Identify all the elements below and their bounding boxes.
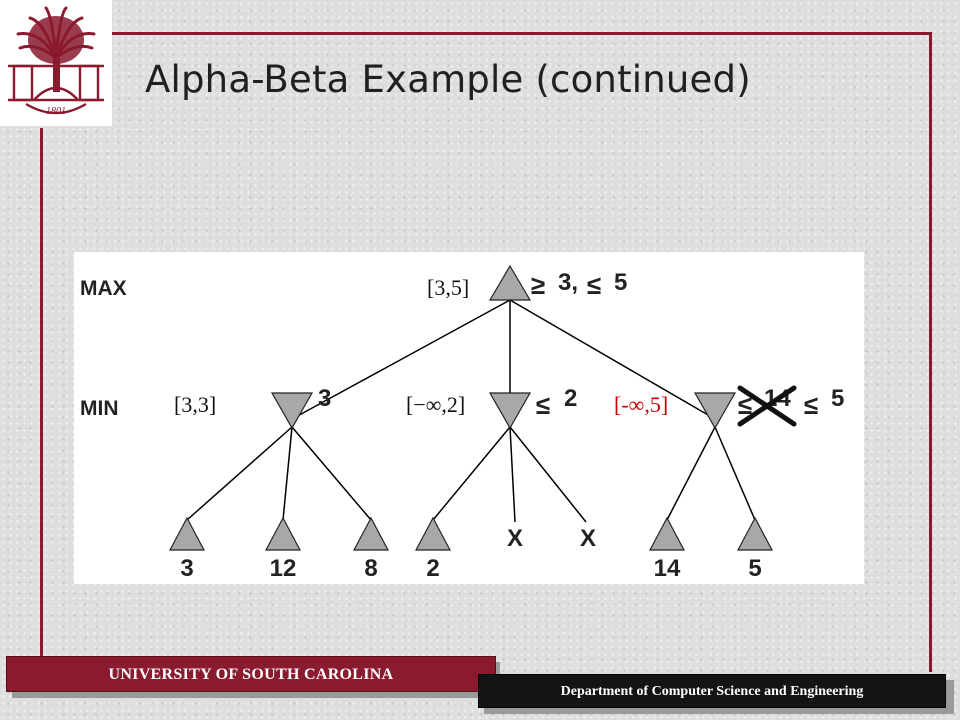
- leaf-value: 2: [426, 555, 439, 582]
- min2-interval: [−∞,2]: [406, 392, 465, 417]
- min3-value: 5: [831, 385, 844, 412]
- frame-left-border: [40, 128, 43, 658]
- max-row-label: MAX: [80, 277, 127, 300]
- leaf-node: [737, 516, 773, 551]
- min-row-label: MIN: [80, 397, 119, 420]
- leaf-value: 14: [654, 555, 681, 582]
- leaf-value: 12: [270, 555, 297, 582]
- university-banner: UNIVERSITY OF SOUTH CAROLINA: [6, 656, 496, 692]
- min-node-3: [693, 392, 737, 430]
- min1-interval: [3,3]: [174, 392, 216, 417]
- edge-min2-leaf2: [509, 426, 516, 523]
- root-le-sign: ≤: [587, 270, 601, 300]
- leaf-value: 8: [364, 555, 377, 582]
- leaf-node: [265, 516, 301, 551]
- leaf-node: [169, 516, 205, 551]
- edge-min1-leaf3: [291, 426, 372, 521]
- root-ge-sign: ≥: [531, 270, 545, 300]
- alpha-beta-tree-diagram: MAX MIN [3,5] ≥ 3, ≤ 5 [3,3] 3: [74, 252, 864, 584]
- pruned-leaf-mark: X: [580, 525, 596, 552]
- edge-min2-leaf1: [432, 426, 511, 521]
- edge-min3-leaf2: [714, 426, 756, 521]
- min2-value: 2: [564, 385, 577, 412]
- edge-min1-leaf2: [282, 426, 293, 521]
- min1-value: 3: [318, 385, 331, 412]
- root-ge-value: 3,: [558, 269, 578, 296]
- edge-min2-leaf3: [509, 426, 587, 523]
- logo-year: 1801: [46, 106, 66, 117]
- department-banner: Department of Computer Science and Engin…: [478, 674, 946, 708]
- root-interval: [3,5]: [427, 275, 469, 300]
- cross-out-mark: [737, 385, 797, 427]
- min-node-1: [270, 392, 314, 430]
- leaf-node: [649, 516, 685, 551]
- frame-right-border: [929, 32, 932, 672]
- leaf-value: 5: [748, 555, 761, 582]
- min3-le-sign-crossed: ≤: [738, 390, 752, 420]
- edge-min1-leaf1: [186, 426, 293, 521]
- min2-le-sign: ≤: [536, 390, 550, 420]
- min-node-2: [488, 392, 532, 430]
- min3-interval: [-∞,5]: [614, 392, 668, 417]
- edge-min3-leaf1: [666, 426, 716, 521]
- leaf-node: [415, 516, 451, 551]
- leaf-value: 3: [180, 555, 193, 582]
- frame-top-border: [92, 32, 932, 35]
- edge-root-min3: [509, 299, 716, 420]
- pruned-leaf-mark: X: [507, 525, 523, 552]
- root-le-value: 5: [614, 269, 627, 296]
- edge-root-min1: [291, 299, 511, 420]
- min3-le-sign: ≤: [804, 390, 818, 420]
- slide-title: Alpha-Beta Example (continued): [145, 58, 751, 101]
- university-logo: 1801: [0, 0, 112, 126]
- max-root-node: [488, 264, 532, 301]
- leaf-node: [353, 516, 389, 551]
